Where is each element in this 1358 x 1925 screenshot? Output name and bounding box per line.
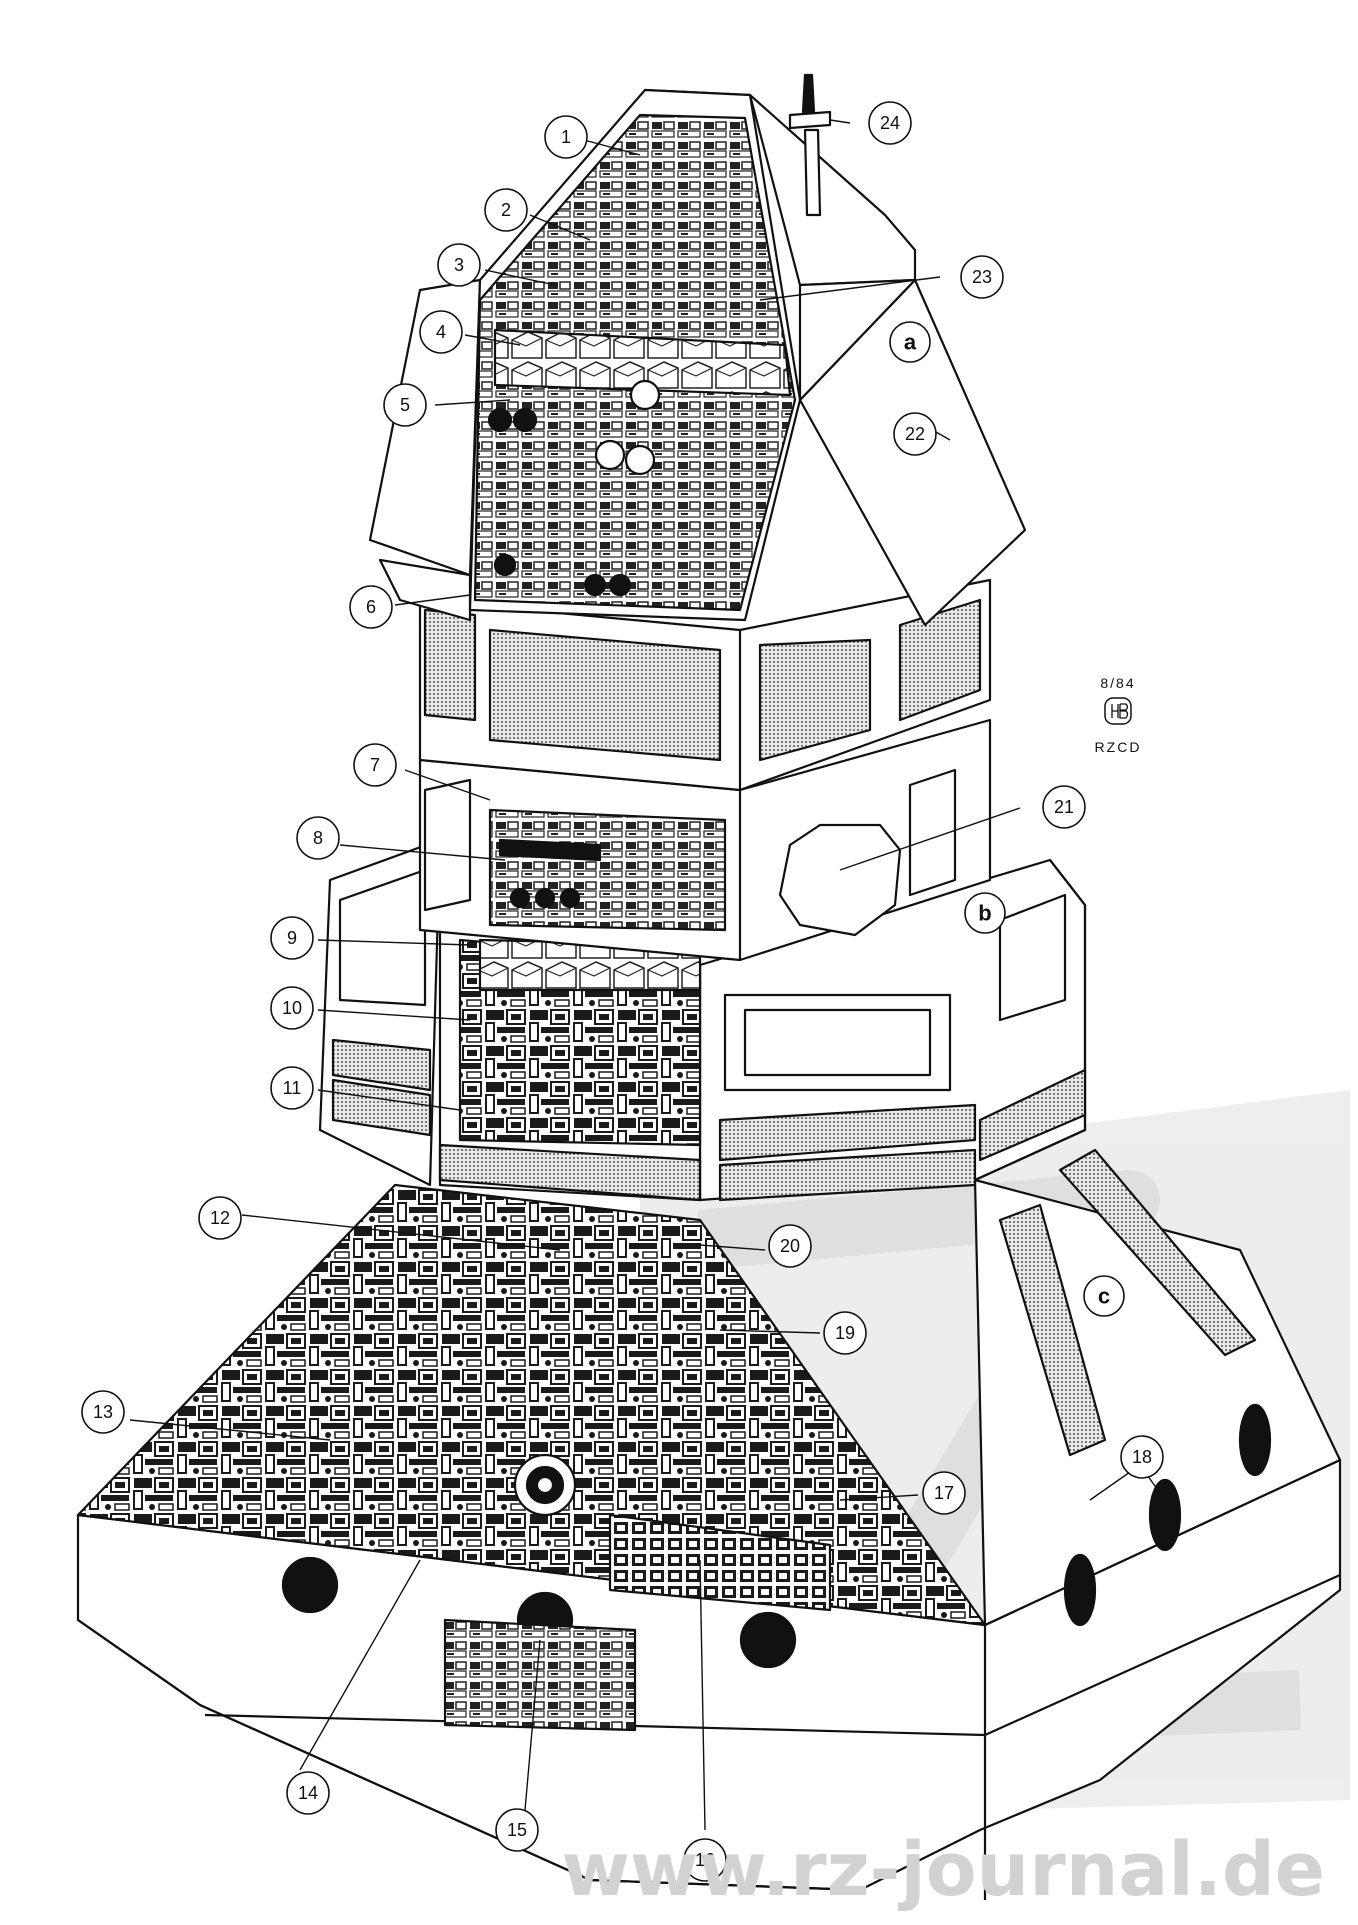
callout-circle (270, 1066, 314, 1110)
maker-mark: 8/84 RZCD (1095, 675, 1142, 755)
callout-label: 16 (695, 1850, 715, 1870)
section-badge-a: a (889, 321, 931, 363)
callout-5: 5 (383, 383, 427, 427)
section-badge-b: b (964, 892, 1006, 934)
callout-16: 16 (683, 1838, 727, 1882)
callout-circle (868, 101, 912, 145)
callout-15: 15 (495, 1808, 539, 1852)
callout-label: 19 (835, 1323, 855, 1343)
callout-22: 22 (893, 412, 937, 456)
section-badge-c: c (1083, 1275, 1125, 1317)
callout-circle (198, 1196, 242, 1240)
callout-label: 2 (501, 200, 511, 220)
callout-label: 13 (93, 1402, 113, 1422)
callout-label: 10 (282, 998, 302, 1018)
callout-circle (823, 1311, 867, 1355)
callout-1: 1 (544, 115, 588, 159)
callout-circle (353, 743, 397, 787)
callout-label: 18 (1132, 1447, 1152, 1467)
callout-14: 14 (286, 1771, 330, 1815)
maker-date: 8/84 (1100, 675, 1135, 691)
section-badges: a b c (889, 321, 1125, 1317)
callout-8: 8 (296, 816, 340, 860)
watermark-url: www.rz-journal.de (562, 1827, 1325, 1913)
section-a-top (368, 73, 1027, 792)
callout-circle (1120, 1435, 1164, 1479)
callout-label: 4 (436, 322, 446, 342)
callout-circle (270, 986, 314, 1030)
callout-circle (484, 188, 528, 232)
callout-label: 7 (370, 755, 380, 775)
callout-circle (437, 243, 481, 287)
callout-18: 18 (1120, 1435, 1164, 1479)
callout-label: 17 (934, 1483, 954, 1503)
callout-11: 11 (270, 1066, 314, 1110)
callout-3: 3 (437, 243, 481, 287)
callout-circle (960, 255, 1004, 299)
callout-circle (419, 310, 463, 354)
section-b-mid (318, 718, 1087, 1202)
callout-circle (383, 383, 427, 427)
callout-circle (768, 1224, 812, 1268)
callout-circle (1042, 785, 1086, 829)
svg-text:b: b (978, 901, 991, 926)
callout-label: 15 (507, 1820, 527, 1840)
callout-24: 24 (868, 101, 912, 145)
callout-4: 4 (419, 310, 463, 354)
callout-label: 6 (366, 597, 376, 617)
callout-6: 6 (349, 585, 393, 629)
callout-label: 9 (287, 928, 297, 948)
callout-17: 17 (922, 1471, 966, 1515)
callout-label: 24 (880, 113, 900, 133)
callout-2: 2 (484, 188, 528, 232)
callout-label: 5 (400, 395, 410, 415)
callout-circle (922, 1471, 966, 1515)
callout-19: 19 (823, 1311, 867, 1355)
callout-circle (349, 585, 393, 629)
callout-label: 11 (283, 1078, 302, 1098)
callout-label: 21 (1054, 797, 1074, 817)
callout-circle (544, 115, 588, 159)
callout-7: 7 (353, 743, 397, 787)
callout-circle (296, 816, 340, 860)
callout-label: 14 (298, 1783, 318, 1803)
callout-label: 12 (210, 1208, 230, 1228)
callout-21: 21 (1042, 785, 1086, 829)
callout-circle (683, 1838, 727, 1882)
callout-23: 23 (960, 255, 1004, 299)
callout-label: 20 (780, 1236, 800, 1256)
callout-circle (81, 1390, 125, 1434)
svg-text:a: a (904, 330, 917, 355)
monogram-letters-icon (1111, 703, 1129, 719)
maker-initials: RZCD (1095, 739, 1142, 755)
callout-label: 8 (313, 828, 323, 848)
callout-circle (495, 1808, 539, 1852)
callout-label: 23 (972, 267, 992, 287)
callout-12: 12 (198, 1196, 242, 1240)
callout-13: 13 (81, 1390, 125, 1434)
callout-circle (286, 1771, 330, 1815)
callout-label: 3 (454, 255, 464, 275)
section-c-base (76, 1148, 1342, 1900)
svg-text:c: c (1098, 1284, 1110, 1309)
callout-9: 9 (270, 916, 314, 960)
callout-label: 22 (905, 424, 925, 444)
callout-circle (893, 412, 937, 456)
callout-label: 1 (561, 127, 571, 147)
callout-10: 10 (270, 986, 314, 1030)
callout-20: 20 (768, 1224, 812, 1268)
callout-circle (270, 916, 314, 960)
